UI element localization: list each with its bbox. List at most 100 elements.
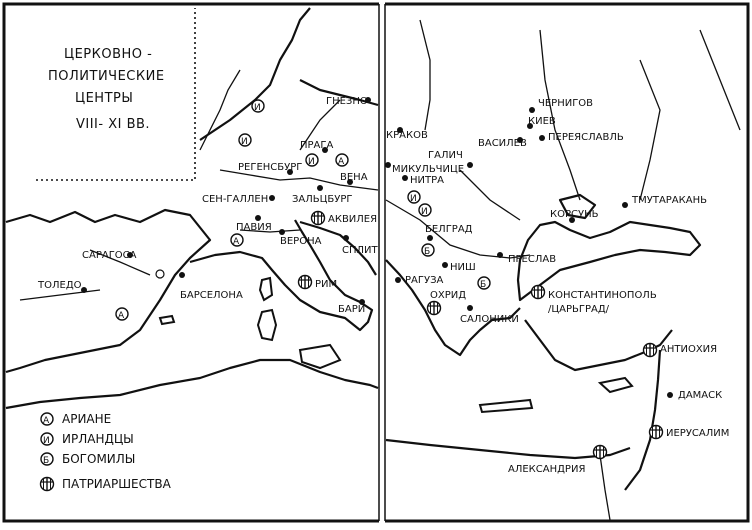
label-akvileya: АКВИЛЕЯ <box>328 214 377 225</box>
vistula-river <box>419 19 431 131</box>
arian-symbol-4 <box>155 269 165 279</box>
label-paviya: ПАВИЯ <box>236 222 272 233</box>
svg-text:И: И <box>421 207 428 217</box>
patriarchate-rim-icon <box>297 274 313 290</box>
label-ohrid: ОХРИД <box>430 290 466 301</box>
city-dot-barselona <box>179 272 185 278</box>
label-toledo: ТОЛЕДО <box>37 280 82 291</box>
svg-text:A: A <box>43 416 50 426</box>
patriarchate-akvileya-icon <box>310 210 326 226</box>
patriarchate-aleksandriya-icon <box>592 444 608 460</box>
city-dot-saloniki <box>467 305 473 311</box>
adriatic-coast <box>299 220 377 276</box>
label-regensburg: РЕГЕНСБУРГ <box>238 162 302 173</box>
nile-river <box>599 454 611 521</box>
black-sea-coast <box>516 220 702 302</box>
title-line3: ЦЕНТРЫ <box>75 91 133 106</box>
city-dot-bari <box>359 299 365 305</box>
label-split: СПЛИТ <box>342 245 379 256</box>
arian-symbol-3: A <box>335 153 349 167</box>
legend-irish-icon <box>40 432 54 446</box>
north-coast <box>199 7 311 141</box>
city-dot-gniezno <box>365 97 371 103</box>
label-raguza: РАГУЗА <box>405 275 443 286</box>
label-tmutarakan: ТМУТАРАКАНЬ <box>631 195 707 206</box>
tagus-river <box>19 289 101 301</box>
city-dot-kiev <box>527 123 533 129</box>
legend: A АРИАНЕ И ИРЛАНДЦЫ Б БОГОМИЛЫ ПАТРИАРШЕ… <box>40 412 172 491</box>
patriarchate-ierusalim-icon <box>648 424 664 440</box>
city-dot-damask <box>667 392 673 398</box>
legend-arian-icon <box>40 412 54 426</box>
city-dot-pereyaslavl <box>539 135 545 141</box>
map-divider <box>379 0 385 530</box>
label-gniezno: ГНЕЗНО <box>326 96 368 107</box>
city-dot-zalcburg <box>317 185 323 191</box>
label-pereyaslavl: ПЕРЕЯСЛАВЛЬ <box>548 132 624 143</box>
don-river <box>639 59 661 201</box>
label-krakov: КРАКОВ <box>386 130 428 141</box>
levant-coast <box>624 349 662 491</box>
legend-patriarchates-label: ПАТРИАРШЕСТВА <box>62 477 172 491</box>
legend-bogomils-label: БОГОМИЛЫ <box>62 452 135 466</box>
city-dot-praga <box>322 147 328 153</box>
label-vasilev: ВАСИЛЕВ <box>478 138 527 149</box>
city-markers <box>81 97 673 398</box>
label-barselona: БАРСЕЛОНА <box>180 290 243 301</box>
label-preslav: ПРЕСЛАВ <box>508 254 556 265</box>
city-dot-belgrad <box>427 235 433 241</box>
label-belgrad: БЕЛГРАД <box>425 224 473 235</box>
label-sen-gallen: СЕН-ГАЛЛЕН <box>202 194 268 205</box>
city-dot-paviya <box>255 215 261 221</box>
label-kiev: КИЕВ <box>528 116 556 127</box>
danube-upper-river <box>219 169 379 191</box>
sicily-island <box>298 343 342 370</box>
svg-text:Б: Б <box>480 280 486 290</box>
label-mikulchice: МИКУЛЬЧИЦЕ <box>392 164 464 175</box>
label-zalcburg: ЗАЛЬЦБУРГ <box>292 194 352 205</box>
label-tsargrad: /ЦАРЬГРАД/ <box>548 304 610 315</box>
north-africa-coast <box>5 358 379 410</box>
arian-symbol-2: A <box>230 233 244 247</box>
city-dot-raguza <box>395 277 401 283</box>
iberia-coast <box>5 208 212 374</box>
sardinia-island <box>256 308 278 342</box>
city-dot-verona <box>279 229 285 235</box>
label-korsun: КОРСУНЬ <box>550 209 599 220</box>
label-aleksandriya: АЛЕКСАНДРИЯ <box>508 464 585 475</box>
title-line1: ЦЕРКОВНО - <box>64 47 152 62</box>
label-vena: ВЕНА <box>340 172 368 183</box>
rhine-river <box>199 69 241 151</box>
balearic-island <box>158 314 176 326</box>
gaul-italy-coast <box>189 219 374 332</box>
svg-text:A: A <box>233 237 240 247</box>
city-dot-galich <box>467 162 473 168</box>
svg-text:Б: Б <box>424 247 430 257</box>
city-dot-toledo <box>81 287 87 293</box>
patriarchate-antiohiya-icon <box>642 342 658 358</box>
label-ierusalim: ИЕРУСАЛИМ <box>666 428 729 439</box>
label-damask: ДАМАСК <box>678 390 722 401</box>
city-dot-tmutarakan <box>622 202 628 208</box>
volga-river <box>699 29 741 131</box>
label-galich: ГАЛИЧ <box>428 150 463 161</box>
patriarchate-ohrid-icon <box>426 300 442 316</box>
svg-text:И: И <box>43 436 50 446</box>
patriarchate-konstantinopol-icon <box>530 284 546 300</box>
legend-bogomil-icon <box>40 452 54 466</box>
label-saragosa: САРАГОСА <box>82 250 137 261</box>
svg-text:A: A <box>118 311 125 321</box>
svg-text:И: И <box>308 157 315 167</box>
elbe-river <box>299 99 341 151</box>
city-dot-sen-gallen <box>269 195 275 201</box>
map-frame <box>2 2 750 523</box>
ebro-river <box>89 249 151 276</box>
title-line2: ПОЛИТИЧЕСКИЕ <box>48 69 165 84</box>
label-rim: РИМ <box>315 279 337 290</box>
irish-symbol-5: И <box>418 203 432 217</box>
city-dot-korsun <box>569 217 575 223</box>
city-dot-preslav <box>497 252 503 258</box>
irish-symbol-2: И <box>238 133 252 147</box>
patriarchate-legend-icon <box>39 476 55 492</box>
svg-text:A: A <box>338 157 345 167</box>
